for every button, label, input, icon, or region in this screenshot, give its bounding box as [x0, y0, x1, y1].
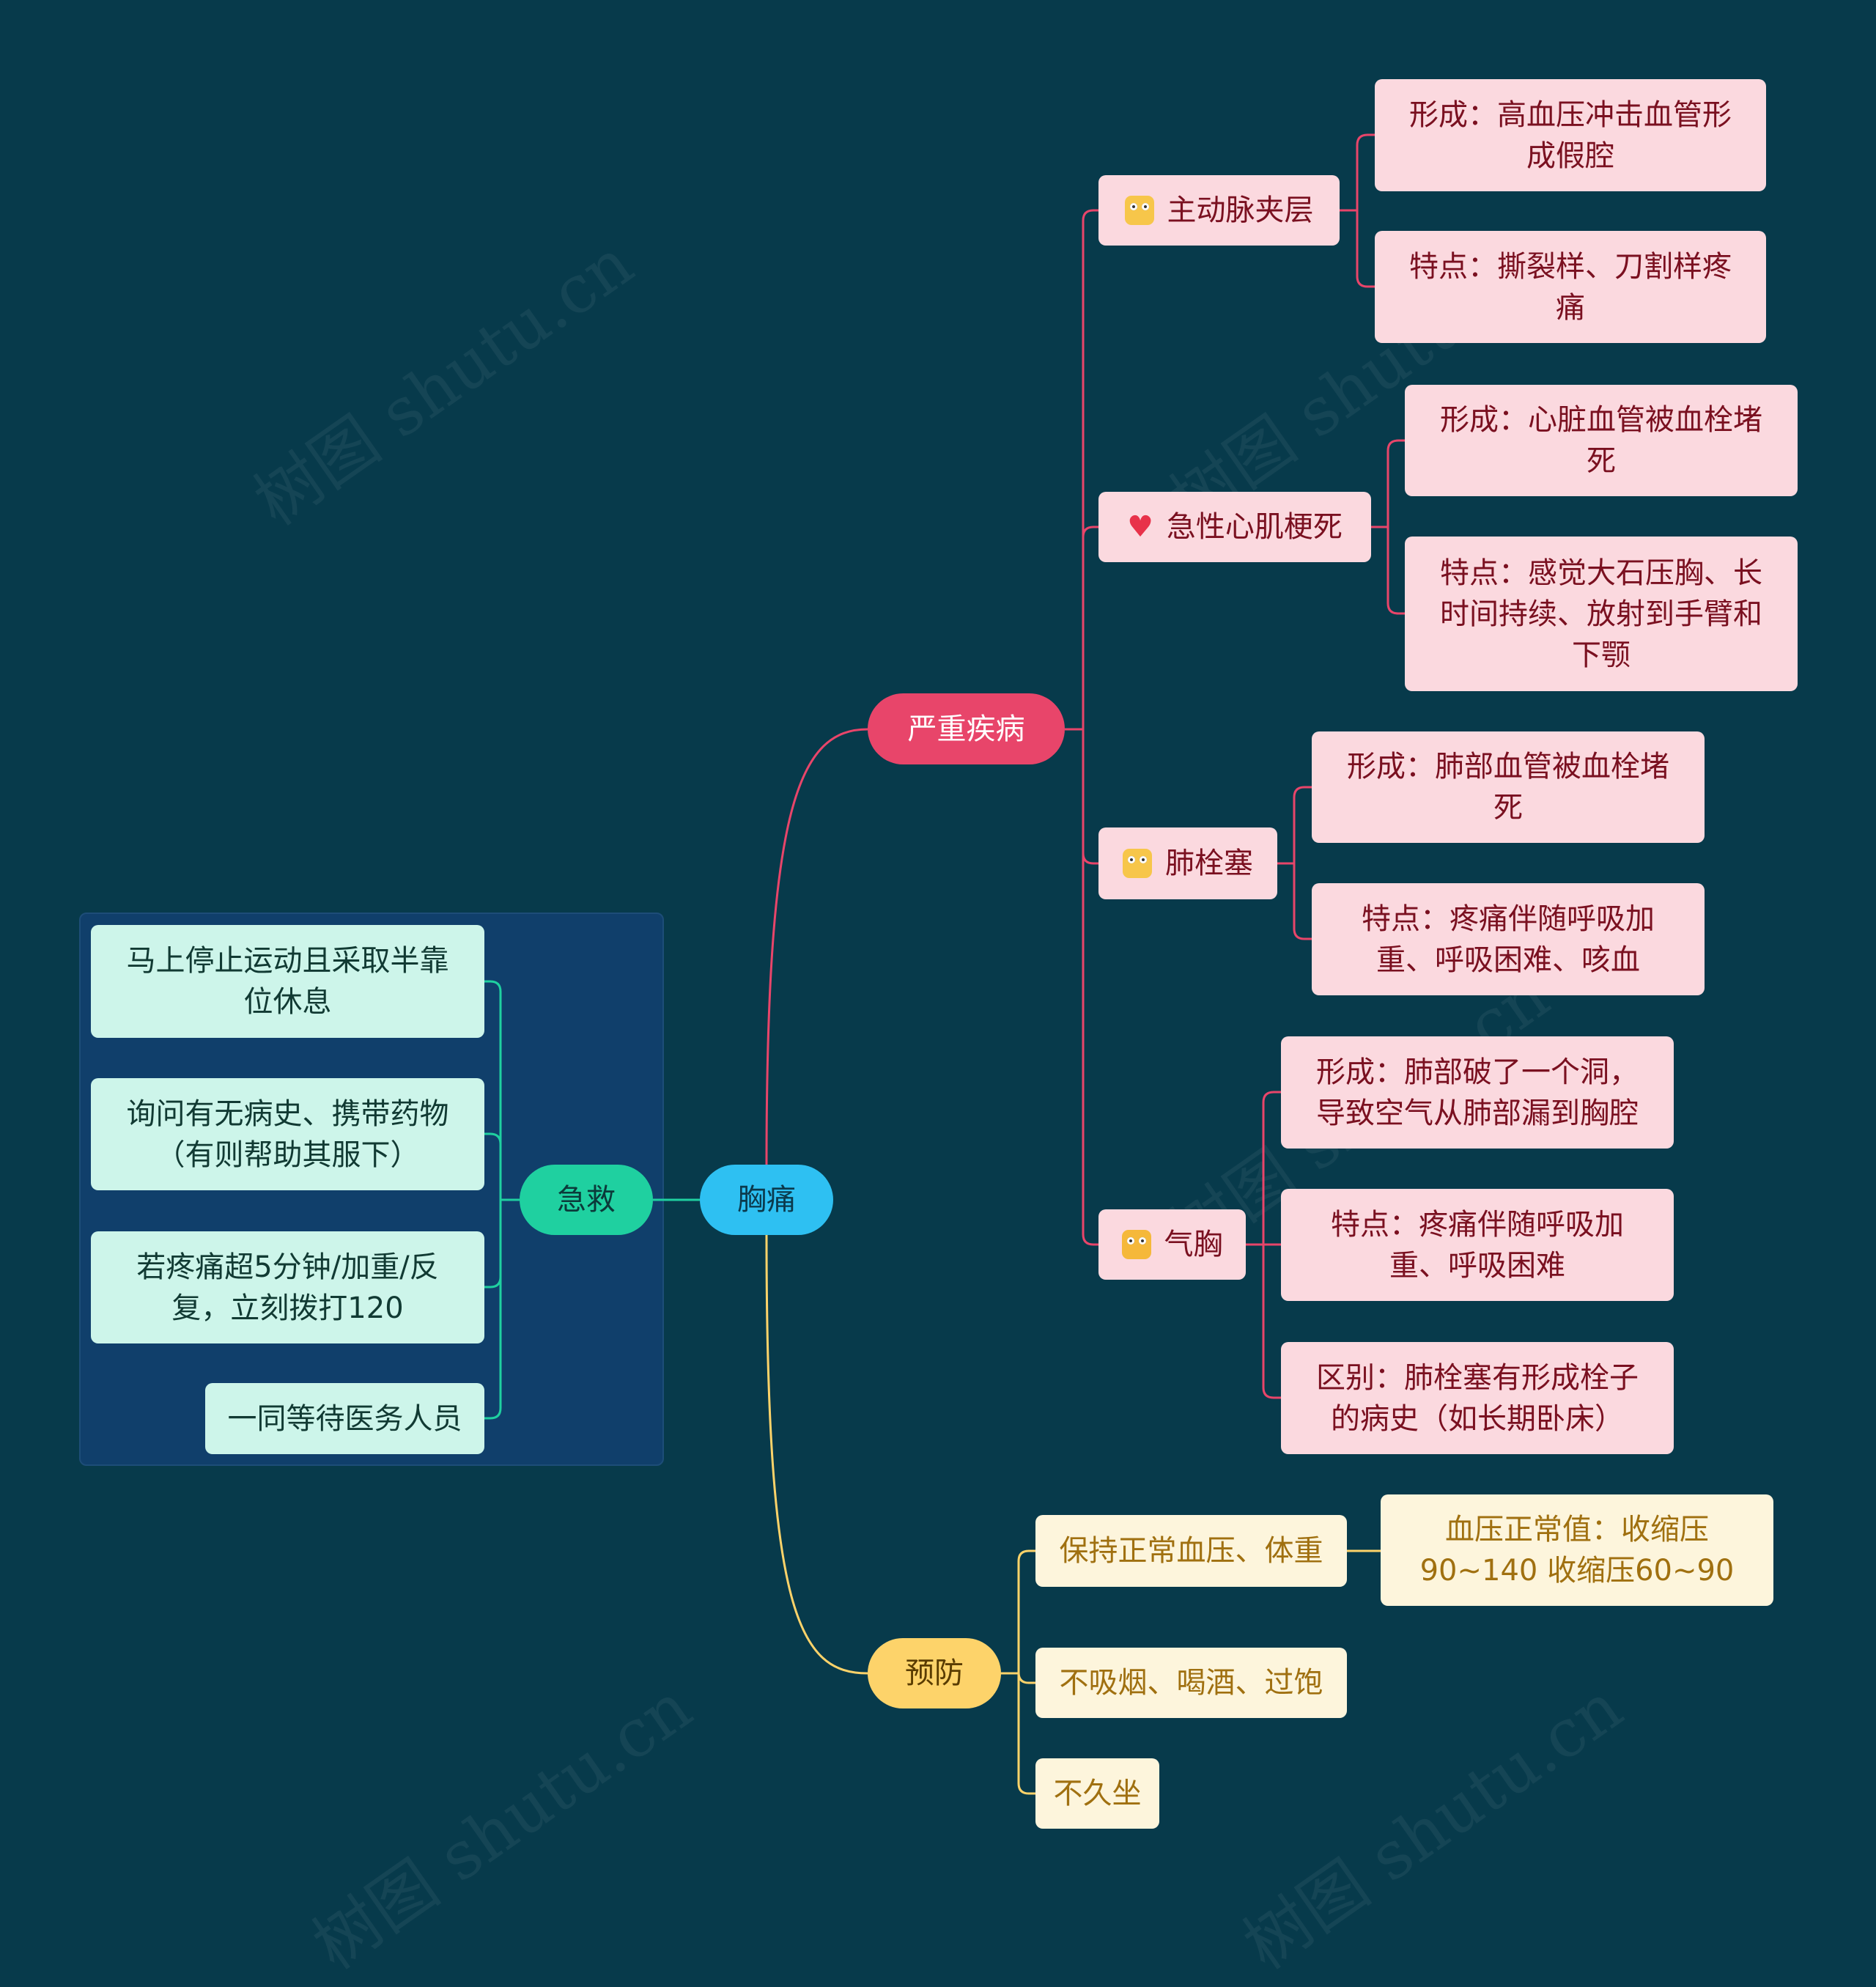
connector-line	[1262, 1091, 1281, 1245]
disease-label: 急性心肌梗死	[1166, 510, 1343, 544]
prevention-item[interactable]: 不久坐	[1035, 1758, 1159, 1829]
detail-node[interactable]: 特点：感觉大石压胸、长时间持续、放射到手臂和下颚	[1405, 537, 1798, 691]
connector-line	[1017, 1672, 1035, 1684]
first-aid-item[interactable]: 询问有无病史、携带药物（有则帮助其服下）	[91, 1078, 484, 1190]
connector-line	[1082, 729, 1098, 865]
connector-line	[1262, 1245, 1281, 1399]
connector-line	[1082, 526, 1098, 729]
detail-node[interactable]: 特点：疼痛伴随呼吸加重、呼吸困难	[1281, 1189, 1674, 1301]
connector-line	[765, 1234, 868, 1675]
prevention-node[interactable]: 预防	[868, 1638, 1001, 1708]
first-aid-item[interactable]: 一同等待医务人员	[205, 1383, 484, 1454]
disease-pneumothorax[interactable]: 气胸	[1098, 1209, 1246, 1280]
connector-line	[1017, 1549, 1035, 1673]
detail-node[interactable]: 形成：心脏血管被血栓堵死	[1405, 385, 1798, 496]
connector-line	[1386, 439, 1405, 527]
disease-myocardial-infarction[interactable]: ♥ 急性心肌梗死	[1098, 492, 1371, 562]
connector-line	[1293, 786, 1312, 863]
crying-face-icon	[1121, 1230, 1151, 1259]
connector-line	[1293, 863, 1312, 940]
detail-node[interactable]: 特点：撕裂样、刀割样疼痛	[1375, 231, 1766, 343]
serious-disease-node[interactable]: 严重疾病	[868, 693, 1065, 764]
connector-line	[765, 728, 868, 1165]
root-node[interactable]: 胸痛	[700, 1165, 833, 1235]
first-aid-item[interactable]: 若疼痛超5分钟/加重/反复，立刻拨打120	[91, 1231, 484, 1343]
worried-face-icon	[1123, 849, 1152, 878]
connector-line	[1017, 1673, 1035, 1795]
disease-label: 肺栓塞	[1165, 847, 1253, 880]
detail-node[interactable]: 区别：肺栓塞有形成栓子的病史（如长期卧床）	[1281, 1342, 1674, 1454]
connector-line	[1386, 527, 1405, 615]
disease-aortic-dissection[interactable]: 主动脉夹层	[1098, 175, 1340, 246]
connector-line	[484, 980, 502, 1200]
connector-lines	[484, 133, 1405, 1795]
detail-node[interactable]: 形成：肺部血管被血栓堵死	[1312, 731, 1705, 843]
prevention-item[interactable]: 不吸烟、喝酒、过饱	[1035, 1648, 1347, 1718]
detail-node[interactable]: 形成：肺部破了一个洞，导致空气从肺部漏到胸腔	[1281, 1036, 1674, 1149]
detail-node[interactable]: 特点：疼痛伴随呼吸加重、呼吸困难、咳血	[1312, 883, 1705, 995]
detail-node[interactable]: 形成：高血压冲击血管形成假腔	[1375, 79, 1766, 191]
connector-line	[484, 1200, 502, 1289]
first-aid-item[interactable]: 马上停止运动且采取半靠位休息	[91, 925, 484, 1038]
connector-line	[484, 1132, 502, 1200]
connector-line	[1356, 133, 1375, 210]
disease-label: 主动脉夹层	[1167, 193, 1314, 227]
connector-line	[1082, 209, 1098, 729]
prevention-item[interactable]: 保持正常血压、体重	[1035, 1515, 1347, 1587]
blood-pressure-note[interactable]: 血压正常值：收缩压90~140 收缩压60~90	[1381, 1494, 1773, 1606]
connector-line	[484, 1200, 502, 1420]
first-aid-node[interactable]: 急救	[520, 1165, 653, 1235]
disease-pulmonary-embolism[interactable]: 肺栓塞	[1098, 827, 1277, 899]
connector-line	[1356, 210, 1375, 288]
connector-line	[1082, 729, 1098, 1246]
broken-heart-icon: ♥	[1127, 510, 1153, 544]
tongue-face-icon	[1124, 196, 1154, 225]
disease-label: 气胸	[1164, 1228, 1223, 1261]
